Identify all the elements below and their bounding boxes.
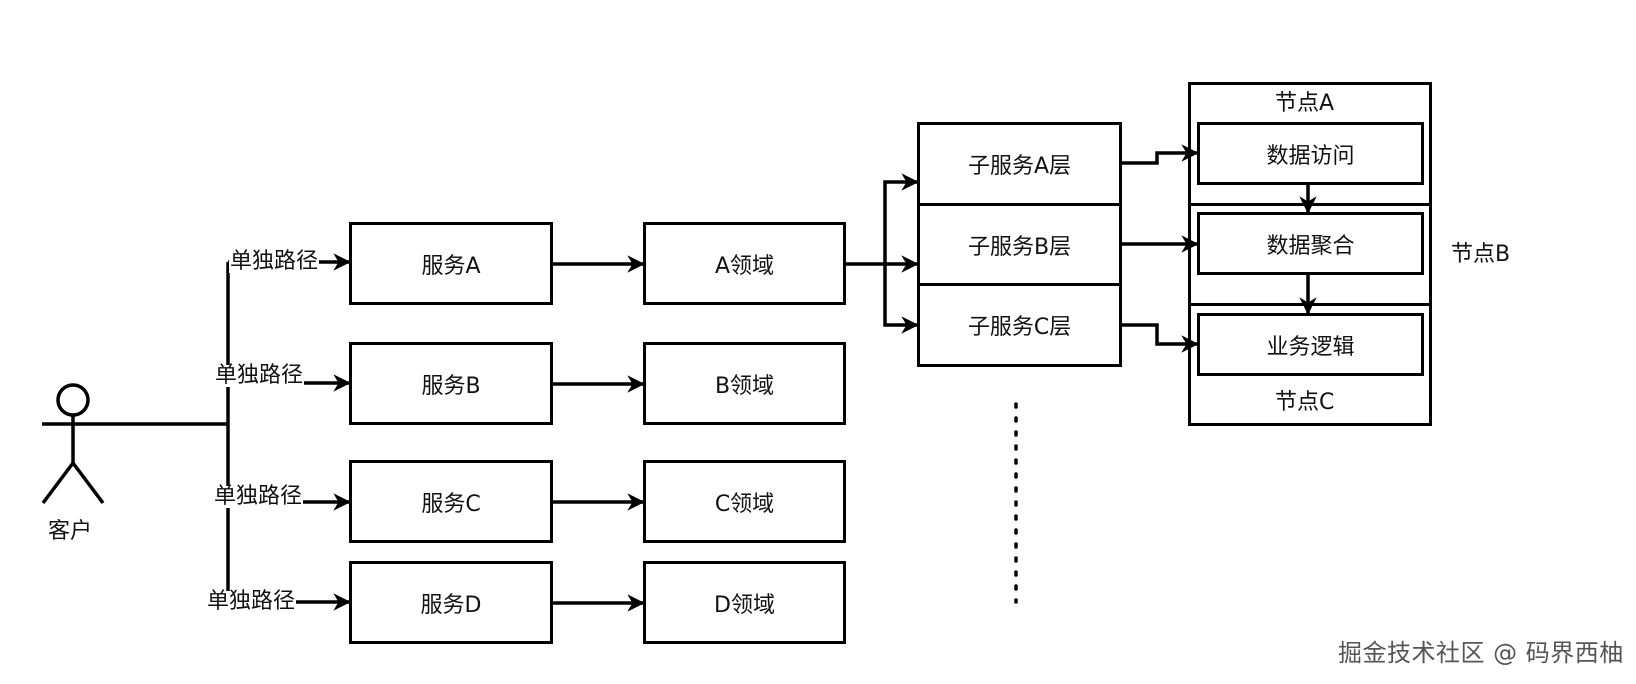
edge-domain-a-sub-c xyxy=(883,264,919,334)
sub-service-c-box: 子服务C层 xyxy=(917,283,1122,367)
domain-c-box: C领域 xyxy=(643,460,846,543)
service-c-box: 服务C xyxy=(349,460,553,543)
actor-figure xyxy=(41,383,105,505)
business-logic-box: 业务逻辑 xyxy=(1197,313,1424,376)
edge-sub-a-data-access xyxy=(1119,144,1199,165)
sub-service-a-box: 子服务A层 xyxy=(917,122,1122,206)
service-b-box: 服务B xyxy=(349,342,553,425)
data-aggregate-box: 数据聚合 xyxy=(1197,212,1424,275)
node-b-label: 节点B xyxy=(1451,242,1511,267)
service-d-box: 服务D xyxy=(349,561,553,644)
path-label-a: 单独路径 xyxy=(229,249,320,274)
sub-service-b-box: 子服务B层 xyxy=(917,203,1122,286)
node-c-label: 节点C xyxy=(1275,390,1335,415)
path-label-d: 单独路径 xyxy=(206,589,297,614)
path-label-b: 单独路径 xyxy=(214,363,305,388)
domain-b-box: B领域 xyxy=(643,342,846,425)
edge-sub-c-business-logic xyxy=(1119,323,1199,353)
actor-label: 客户 xyxy=(48,519,93,544)
node-a-label: 节点A xyxy=(1275,91,1335,116)
node-c-container xyxy=(1188,303,1432,426)
edge-domain-a-sub-a xyxy=(883,173,919,264)
path-label-c: 单独路径 xyxy=(213,484,304,509)
domain-a-box: A领域 xyxy=(643,222,846,305)
service-a-box: 服务A xyxy=(349,222,553,305)
data-access-box: 数据访问 xyxy=(1197,122,1424,185)
domain-d-box: D领域 xyxy=(643,561,846,644)
watermark-text: 掘金技术社区 @ 码界西柚 xyxy=(1338,639,1624,667)
